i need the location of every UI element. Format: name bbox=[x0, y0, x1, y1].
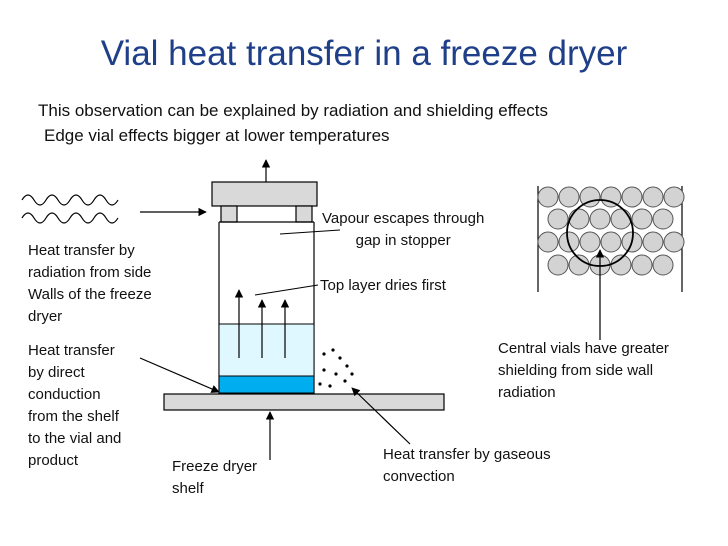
conduction-arrow bbox=[139, 357, 220, 393]
vapour-pointer bbox=[279, 229, 341, 235]
label-vapour: Vapour escapes through gap in stopper bbox=[322, 210, 485, 249]
label-radiation-side: Heat transfer by radiation from side Wal… bbox=[28, 242, 152, 325]
top-layer-pointer bbox=[254, 284, 319, 296]
intro-line-edge-effects: Edge vial effects bigger at lower temper… bbox=[44, 126, 390, 145]
gas-molecules bbox=[318, 348, 354, 388]
vial-dried-layer bbox=[218, 323, 315, 377]
label-central-vials: Central vials have greater shielding fro… bbox=[498, 340, 669, 401]
stopper-cap bbox=[211, 181, 318, 207]
stopper-leg-right bbox=[295, 205, 313, 223]
vial-frozen-product bbox=[218, 375, 315, 394]
intro-line-radiation: This observation can be explained by rad… bbox=[38, 101, 549, 120]
radiation-wave-top bbox=[21, 194, 119, 206]
slide-title: Vial heat transfer in a freeze dryer bbox=[100, 34, 628, 73]
label-convection: Heat transfer by gaseous convection bbox=[383, 446, 551, 485]
vial-array bbox=[537, 186, 685, 276]
label-top-layer: Top layer dries first bbox=[320, 277, 446, 294]
label-shelf: Freeze dryer shelf bbox=[172, 458, 258, 497]
radiation-wave-bottom bbox=[21, 212, 119, 224]
label-conduction: Heat transfer by direct conduction from … bbox=[28, 342, 122, 469]
stopper-leg-left bbox=[220, 205, 238, 223]
shelf bbox=[163, 393, 445, 411]
convection-arrow bbox=[351, 387, 411, 445]
